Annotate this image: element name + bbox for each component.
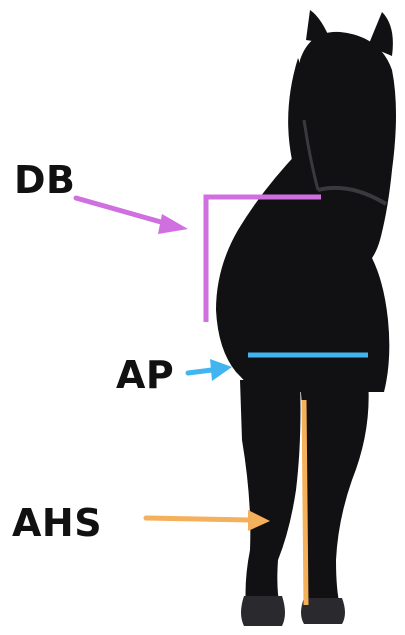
arrow-right-icon bbox=[210, 359, 232, 381]
right-foreleg bbox=[300, 380, 369, 608]
ahs-arrow-shaft bbox=[146, 518, 250, 520]
arrow-right-down-icon bbox=[158, 214, 188, 234]
left-hoof bbox=[241, 596, 285, 626]
left-foreleg bbox=[240, 380, 301, 608]
db-arrow-shaft bbox=[76, 198, 168, 224]
ahs-label: AHS bbox=[12, 504, 102, 542]
ap-arrow-shaft bbox=[188, 370, 212, 373]
ap-label: AP bbox=[116, 356, 174, 394]
db-label: DB bbox=[14, 161, 76, 199]
ahs-line bbox=[304, 400, 306, 605]
